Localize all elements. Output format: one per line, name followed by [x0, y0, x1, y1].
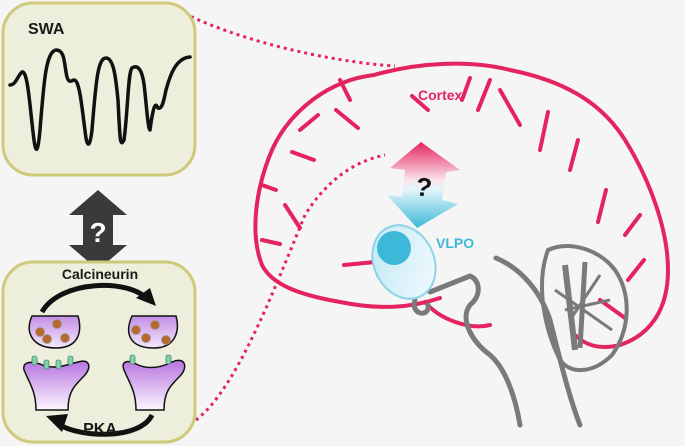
vlpo-nucleus	[371, 224, 437, 300]
vesicle	[35, 327, 45, 337]
postsynaptic-spine-right	[122, 354, 186, 411]
cortex-label: Cortex	[418, 87, 463, 103]
receptor	[55, 359, 62, 370]
pka-label: PKA	[83, 421, 117, 438]
swa-panel: SWA	[1, 1, 197, 177]
vesicle	[161, 335, 171, 345]
calcineurin-arrow	[39, 282, 150, 314]
postsynaptic-spine-left	[23, 355, 90, 411]
presynaptic-terminal-right	[127, 315, 179, 349]
presynaptic-terminal-left	[28, 315, 81, 349]
vesicle	[141, 333, 151, 343]
vesicle	[60, 333, 70, 343]
brainstem	[411, 255, 583, 428]
receptor	[165, 354, 172, 365]
receptor	[129, 354, 136, 365]
receptor	[43, 359, 50, 370]
synapse-panel: Calcineurin	[1, 260, 197, 444]
bidirectional-arrow: ?	[69, 190, 127, 270]
connector-question-label: ?	[89, 217, 106, 248]
cerebellum	[540, 244, 629, 373]
calcineurin-arrowhead	[136, 288, 156, 306]
cortex-vlpo-question-label: ?	[413, 171, 434, 203]
swa-waveform	[8, 48, 192, 151]
vesicle	[52, 319, 62, 329]
zoom-line-top	[165, 2, 396, 68]
pka-arrowhead	[46, 414, 68, 432]
vlpo-label: VLPO	[436, 235, 474, 251]
pka-arrow	[56, 413, 155, 437]
receptor	[31, 355, 38, 366]
vesicle	[131, 325, 141, 335]
brain-cortex	[253, 61, 670, 349]
cortex-vlpo-arrow: ?	[387, 142, 460, 228]
vesicle	[42, 334, 52, 344]
vesicle	[150, 320, 160, 330]
receptor	[67, 355, 74, 366]
swa-label: SWA	[28, 21, 65, 38]
calcineurin-label: Calcineurin	[62, 266, 138, 282]
